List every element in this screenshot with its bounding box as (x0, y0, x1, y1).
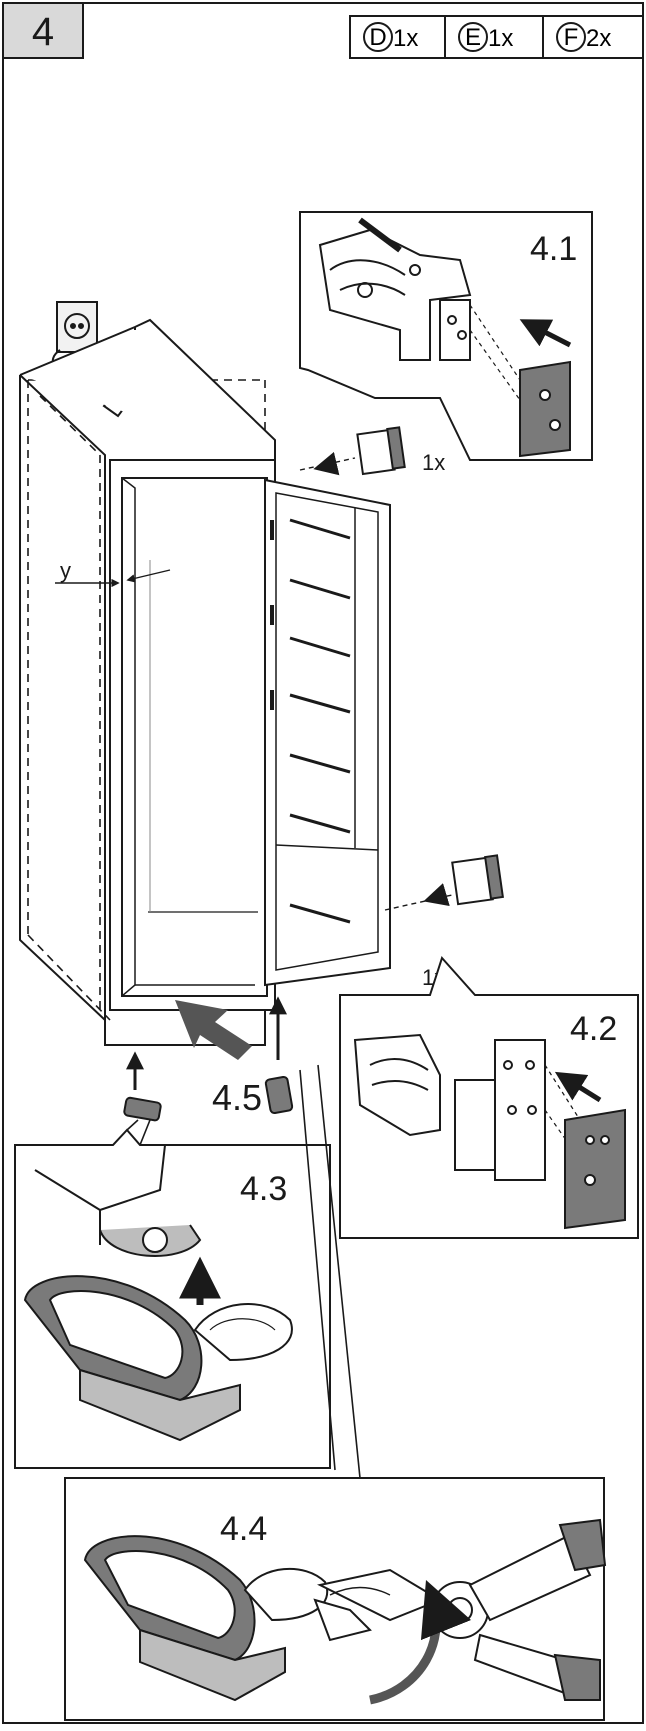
detail-leader-lines (126, 1064, 361, 1479)
part-d-letter: D (369, 24, 386, 51)
rotation-arrow (368, 1579, 472, 1705)
step-number: 4 (32, 10, 54, 54)
detail-4-2 (339, 956, 639, 1239)
part-e-letter: E (465, 24, 481, 51)
part-f-cell (542, 15, 644, 59)
step-number-box (2, 2, 84, 59)
appliance-front-frame (109, 459, 276, 1011)
detail-4-1 (299, 211, 593, 461)
part-f-badge (556, 22, 586, 52)
part-d-qty: 1x (393, 25, 418, 52)
door-shelf (289, 753, 351, 774)
bottom-mounting-plate (384, 854, 504, 911)
door-shelf (289, 518, 351, 540)
detail-4-1-label: 4.1 (530, 230, 577, 268)
cabinet-side (19, 375, 106, 1021)
part-e-cell (444, 15, 544, 59)
header: 4 D 1x E 1x F 2x (2, 2, 644, 59)
part-e-qty: 1x (488, 25, 513, 52)
part-e-badge (458, 22, 488, 52)
part-d-badge (363, 22, 393, 52)
door-shelf (289, 578, 351, 600)
door-shelf (289, 903, 351, 924)
detail-4-4-label: 4.4 (220, 1510, 267, 1548)
cabinet-front-edge (19, 374, 106, 1020)
parts-list: D 1x E 1x F 2x (349, 15, 644, 59)
door-shelf (289, 813, 351, 834)
foot-covers (123, 996, 294, 1122)
part-d-cell (349, 15, 446, 59)
gap-label: y (60, 558, 71, 583)
detail-4-1-plate (519, 360, 571, 458)
step-4-5-label: 4.5 (212, 1077, 262, 1118)
detail-4-4 (64, 1477, 607, 1721)
appliance-illustration: y (19, 301, 504, 1122)
detail-4-3 (14, 1128, 331, 1469)
wall-socket-icon (56, 301, 98, 353)
detail-4-3-label: 4.3 (240, 1170, 287, 1208)
detail-4-2-plate (564, 1108, 626, 1230)
cabinet-base (104, 1010, 266, 1046)
push-arrow (175, 1000, 252, 1060)
top-mounting-plate (299, 426, 406, 476)
detail-4-2-label: 4.2 (570, 1010, 617, 1048)
door-shelf (289, 636, 351, 658)
gap-marker (55, 569, 171, 588)
qty-top-plate: 1x (422, 450, 445, 475)
cabinet-top (19, 318, 276, 465)
part-f-letter: F (564, 24, 579, 51)
appliance-door (264, 478, 391, 987)
door-shelf (289, 693, 351, 714)
part-f-qty: 2x (586, 25, 611, 52)
